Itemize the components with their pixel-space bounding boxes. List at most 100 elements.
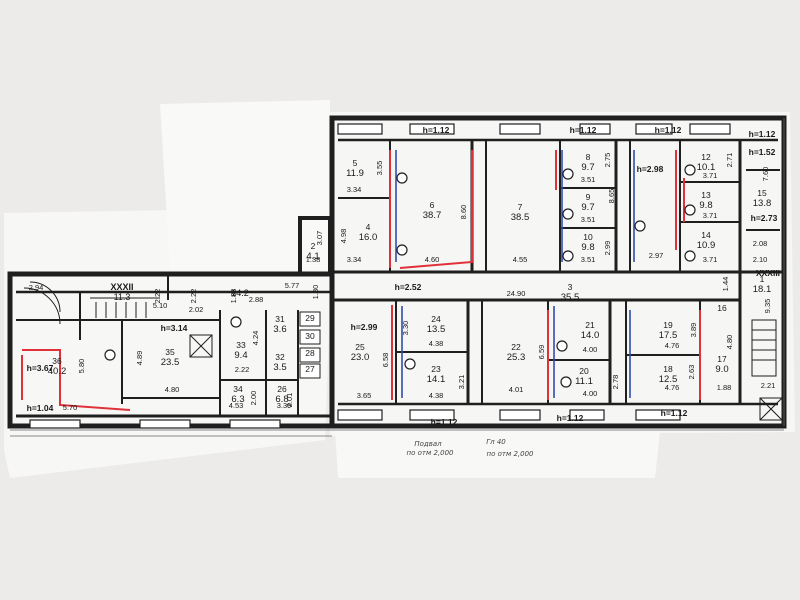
dimension-d9: 2.75 — [603, 153, 612, 168]
dimension-d30: 1.83 — [229, 289, 238, 304]
room-number-5: 5 — [353, 158, 358, 168]
dimension-d62: 5.70 — [63, 403, 78, 412]
room-number-23: 23 — [431, 364, 441, 374]
dimension-d43: 6.58 — [381, 353, 390, 368]
room-area-6: 38.7 — [423, 210, 442, 221]
room-number-1: 1 — [760, 274, 765, 284]
dimension-d29: 2.02 — [189, 305, 204, 314]
dimension-d54: 4.76 — [665, 383, 680, 392]
dimension-d18: 2.97 — [649, 251, 664, 260]
dimension-d59: 9.35 — [763, 299, 772, 314]
dimension-d47: 3.21 — [457, 375, 466, 390]
dimension-d50: 4.00 — [583, 345, 598, 354]
dimension-d3: 3.34 — [347, 255, 362, 264]
stairs-right — [751, 319, 783, 421]
dimension-d44: 3.30 — [401, 321, 410, 336]
height-label-h-left-b: h=1.04 — [27, 403, 54, 413]
room-number-29: 29 — [305, 313, 315, 323]
room-number-7: 7 — [518, 202, 523, 212]
room-number-35: 35 — [165, 347, 175, 357]
dimension-d16: 3.71 — [703, 211, 718, 220]
paper-sheet-bottom — [335, 430, 660, 478]
dimension-d21: 2.10 — [753, 255, 768, 264]
dimension-d1: 3.34 — [347, 185, 362, 194]
room-area-22: 25.3 — [507, 352, 526, 363]
room-number-14: 14 — [701, 230, 711, 240]
dimension-d52: 2.78 — [611, 375, 620, 390]
room-number-10: 10 — [583, 232, 593, 242]
dimension-d19: 7.60 — [761, 167, 770, 182]
room-number-6: 6 — [430, 200, 435, 210]
room-number-28: 28 — [305, 348, 315, 358]
room-number-36: 36 — [52, 356, 62, 366]
room-area-2: 4.1 — [306, 251, 319, 262]
room-number-25: 25 — [355, 342, 365, 352]
height-label-h-right-b: h=2.73 — [751, 213, 778, 223]
room-area-5: 11.9 — [346, 168, 364, 179]
room-number-19: 19 — [663, 320, 673, 330]
dimension-d17: 3.71 — [703, 255, 718, 264]
room-area-1: 18.1 — [753, 284, 772, 295]
room-area-36: 40.2 — [48, 366, 67, 377]
dimension-d8: 4.55 — [513, 255, 528, 264]
dimension-d14: 2.71 — [725, 153, 734, 168]
room-area-24: 13.5 — [427, 324, 446, 335]
paper-sheet-top-left — [160, 100, 330, 270]
room-area-8: 9.7 — [581, 162, 594, 173]
room-number-34: 34 — [233, 384, 243, 394]
room-number-32: 32 — [275, 352, 285, 362]
dimension-d38: 4.53 — [229, 401, 244, 410]
wall-hatching — [10, 118, 785, 437]
height-label-h-bot-a: h=1.12 — [431, 417, 458, 427]
height-label-h-top-b: h=1.12 — [570, 125, 597, 135]
room-area-12: 10.1 — [697, 162, 716, 173]
room-area-10: 9.8 — [581, 242, 594, 253]
room-number-21: 21 — [585, 320, 595, 330]
height-label-h-right-a: h=1.52 — [749, 147, 776, 157]
room-area-18: 12.5 — [659, 374, 678, 385]
dimension-d40: 3.39 — [277, 401, 292, 410]
room-number-18: 18 — [663, 364, 673, 374]
dimension-d63: 5.80 — [77, 359, 86, 374]
dimension-d39: 2.00 — [249, 391, 258, 406]
room-area-13: 9.8 — [699, 200, 712, 211]
room-number-22: 22 — [511, 342, 521, 352]
dimension-d60: 2.21 — [761, 381, 776, 390]
room-number-8: 8 — [586, 152, 591, 162]
dimension-d48: 4.01 — [509, 385, 524, 394]
corridor-area: 11.3 — [114, 292, 131, 302]
room-area-31: 3.6 — [273, 324, 286, 335]
handwritten-note-hw3: по отм 2,000 — [487, 450, 535, 458]
dimension-d42: 3.65 — [357, 391, 372, 400]
dimension-d31: 2.88 — [249, 295, 264, 304]
room-number-9: 9 — [586, 192, 591, 202]
room-area-25: 23.0 — [351, 352, 370, 363]
dimension-d7: 8.65 — [607, 189, 616, 204]
height-label-h-25: h=2.99 — [351, 322, 378, 332]
dimension-d4: 4.60 — [425, 255, 440, 264]
handwritten-note-hw2: по отм 2,000 — [407, 449, 455, 457]
room-number-26: 26 — [277, 384, 287, 394]
dimension-d25: 24.90 — [507, 289, 526, 298]
stairs-left — [23, 281, 213, 358]
dimension-d26: 2.94 — [29, 283, 44, 292]
room-area-20: 11.1 — [575, 376, 593, 387]
height-label-h-top-d: h=1.12 — [749, 129, 776, 139]
room-area-32: 3.5 — [273, 362, 286, 373]
room-number-20: 20 — [579, 366, 589, 376]
height-label-h-top-a: h=1.12 — [423, 125, 450, 135]
dimension-d61: 1.44 — [721, 277, 730, 292]
room-number-27: 27 — [305, 364, 315, 374]
room-area-35: 23.5 — [161, 357, 180, 368]
room-number-17: 17 — [717, 354, 727, 364]
room-number-3: 3 — [568, 282, 573, 292]
room-number-12: 12 — [701, 152, 711, 162]
outer-wall-stair-box — [298, 216, 332, 276]
room-number-31: 31 — [275, 314, 285, 324]
heating-pipes — [21, 150, 701, 411]
radiator-symbols — [104, 164, 696, 388]
room-number-24: 24 — [431, 314, 441, 324]
corridor-top-area: 14.2 — [231, 288, 249, 298]
wc-cubicles — [299, 311, 321, 379]
